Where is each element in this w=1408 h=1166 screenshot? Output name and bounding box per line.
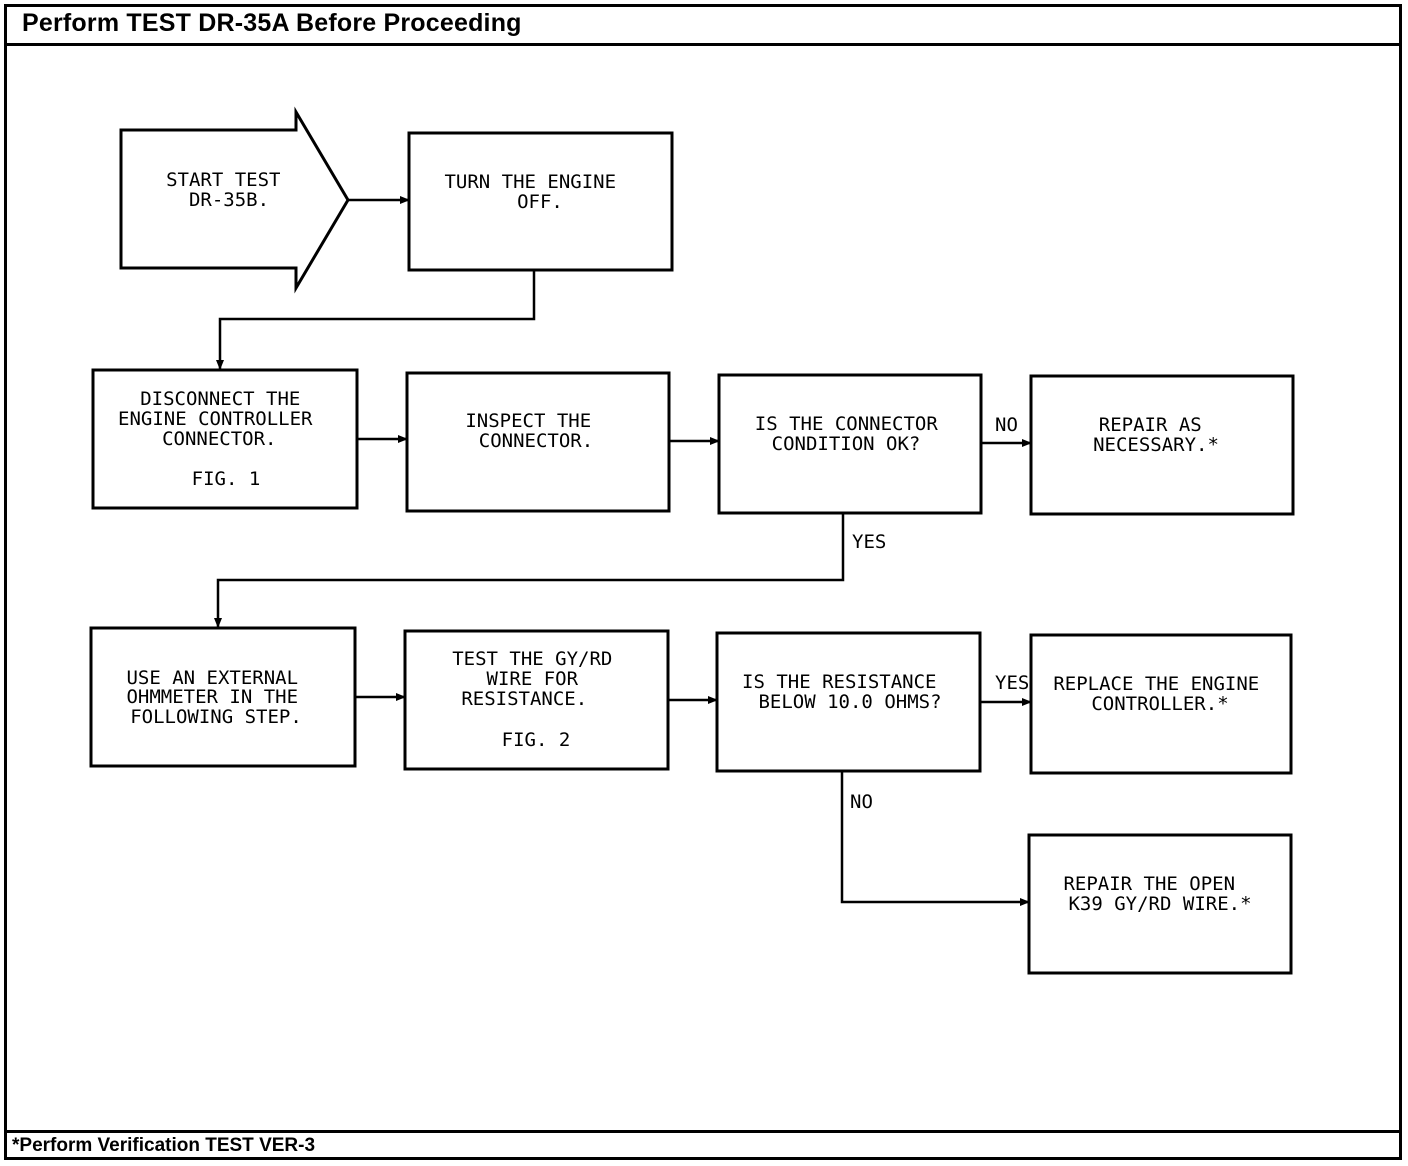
page-frame	[4, 4, 1402, 1160]
repair-necessary-text: REPAIR AS NECESSARY.*	[1093, 414, 1219, 456]
connector-ok-text: IS THE CONNECTOR CONDITION OK?	[755, 413, 949, 455]
start-line-1: START TEST	[166, 169, 280, 191]
box-resistance	[715, 631, 982, 773]
arrow-resistance-no	[840, 771, 1030, 906]
footer-bar: *Perform Verification TEST VER-3	[4, 1130, 1402, 1160]
box-repair-necessary	[1029, 374, 1295, 516]
disconnect-text: DISCONNECT THE ENGINE CONTROLLER CONNECT…	[118, 388, 324, 490]
label-yes-2: YES	[995, 672, 1029, 694]
arrow-ok-yes	[214, 513, 845, 628]
start-line-2: DR-35B.	[189, 189, 269, 211]
page-title: Perform TEST DR-35A Before Proceeding	[22, 9, 522, 37]
label-yes-1: YES	[852, 531, 886, 553]
replace-controller-text: REPLACE THE ENGINE CONTROLLER.*	[1053, 673, 1270, 715]
start-text: START TEST DR-35B.	[166, 169, 292, 211]
box-test-wire	[403, 629, 670, 771]
label-no-2: NO	[850, 791, 873, 813]
label-no-1: NO	[995, 414, 1018, 436]
turn-off-text: TURN THE ENGINE OFF.	[444, 171, 627, 213]
inspect-text: INSPECT THE CONNECTOR.	[465, 410, 602, 452]
resistance-text: IS THE RESISTANCE BELOW 10.0 OHMS?	[742, 671, 948, 713]
start-arrow-shape	[119, 106, 350, 294]
header-bar: Perform TEST DR-35A Before Proceeding	[4, 4, 1402, 46]
test-wire-text: TEST THE GY/RD WIRE FOR RESISTANCE. FIG.…	[452, 648, 624, 751]
footer-note: *Perform Verification TEST VER-3	[12, 1135, 316, 1156]
box-ohmmeter	[89, 626, 357, 768]
box-repair-open	[1027, 833, 1293, 975]
box-connector-ok	[717, 373, 983, 515]
repair-open-text: REPAIR THE OPEN K39 GY/RD WIRE.*	[1063, 873, 1251, 915]
box-replace-controller	[1029, 633, 1293, 775]
arrow-off-to-disconnect	[216, 270, 536, 370]
ohmmeter-text: USE AN EXTERNAL OHMMETER IN THE FOLLOWIN…	[126, 667, 309, 728]
